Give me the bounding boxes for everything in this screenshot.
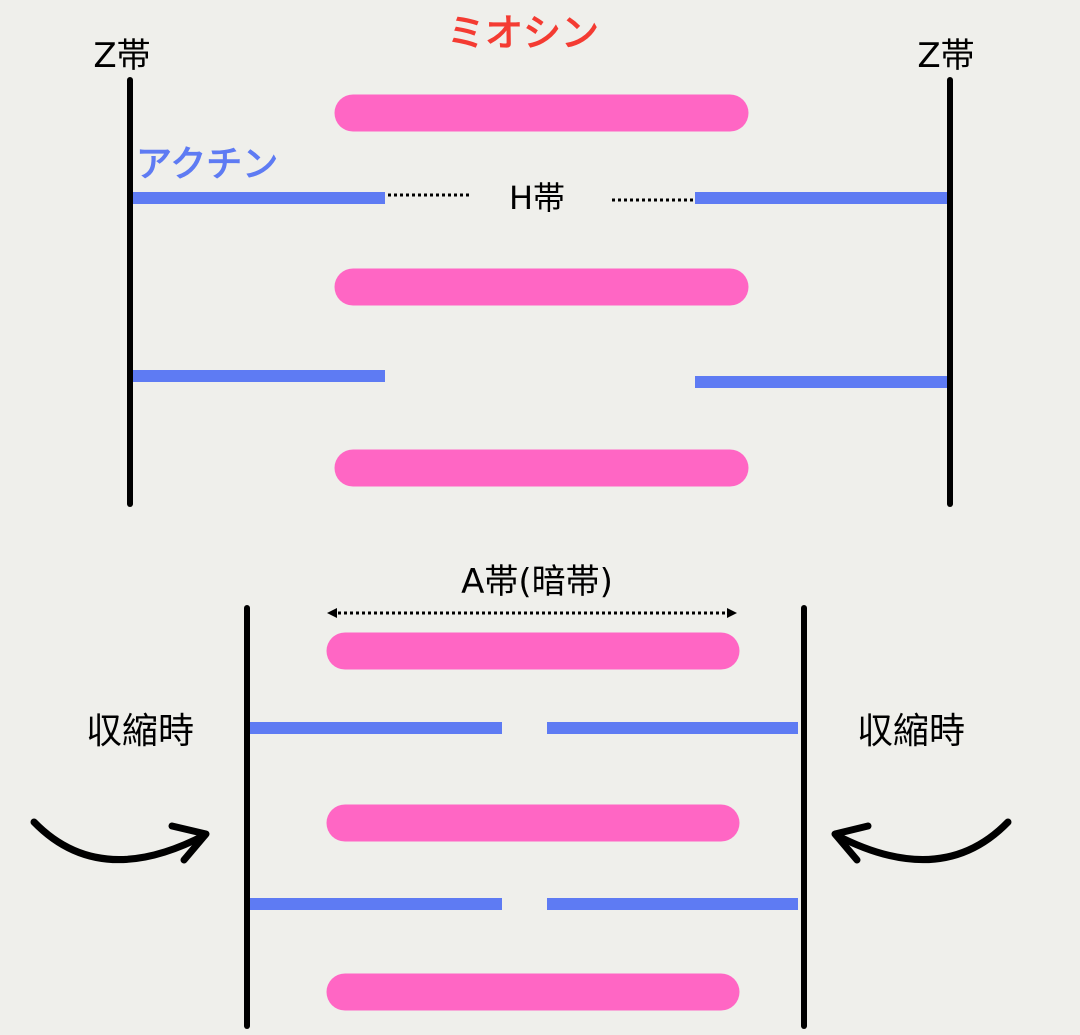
actin-label: アクチン — [136, 144, 278, 185]
curved-arrow-right-icon — [831, 818, 1012, 864]
curved-arrow-left-icon — [30, 818, 210, 864]
z-band-label-right: Z帯 — [917, 36, 974, 76]
contraction-label-right: 収縮時 — [857, 711, 965, 752]
a-band-label: A帯(暗帯) — [461, 562, 613, 602]
z-band-label-left: Z帯 — [93, 36, 150, 76]
h-band-label: H帯 — [509, 179, 565, 217]
myosin-label: ミオシン — [447, 11, 599, 55]
contraction-label-left: 収縮時 — [86, 711, 194, 752]
